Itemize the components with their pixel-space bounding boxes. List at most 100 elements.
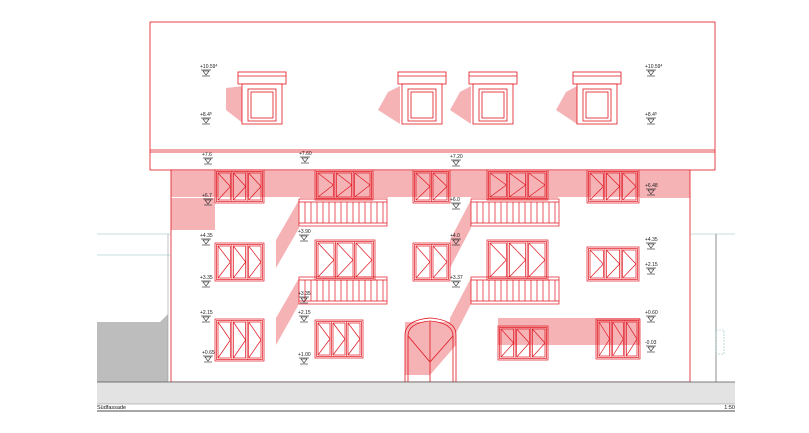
level-label: +2.15 [645, 262, 658, 268]
balcony-3 [298, 276, 388, 305]
level-triangle-icon [202, 281, 210, 287]
level-label: +7.60 [299, 151, 312, 157]
window-2 [314, 169, 374, 201]
window-6 [214, 242, 265, 282]
level-marker: +7.6 [202, 152, 213, 165]
dormer-1 [237, 71, 287, 125]
level-marker: +8.46 [645, 112, 657, 125]
entrance-door [404, 317, 457, 382]
level-triangle-icon [202, 239, 210, 245]
window-3 [412, 169, 451, 204]
level-marker: +0.60 [645, 310, 658, 323]
level-label: -0.03 [645, 340, 657, 346]
ground-hatch [97, 382, 735, 404]
window-11 [214, 318, 265, 362]
balcony-shadow-2 [450, 200, 471, 268]
window-7 [314, 239, 376, 281]
level-label: +8.46 [645, 112, 657, 119]
level-label: +8.46 [200, 112, 212, 119]
level-label: +0.65 [202, 350, 215, 356]
window-1 [214, 169, 265, 204]
dormers [237, 71, 622, 125]
level-triangle-icon [647, 70, 655, 76]
shadow-layer [171, 86, 690, 375]
level-label: +3.37 [450, 275, 463, 281]
level-triangle-icon [452, 239, 460, 245]
level-triangle-icon [204, 158, 212, 164]
level-triangle-icon [647, 346, 655, 352]
level-marker: +7.20 [450, 154, 463, 167]
level-label: +6.7 [202, 193, 212, 199]
level-marker: +10.594 [645, 64, 662, 77]
level-label: +2.15 [200, 310, 213, 316]
level-label: +10.594 [645, 64, 662, 71]
level-label: +7.6 [202, 152, 212, 158]
dormer-shadow-3 [450, 86, 471, 124]
level-label: +6.48 [645, 183, 658, 189]
window-12 [314, 319, 364, 359]
level-marker: +3.37 [450, 275, 463, 288]
window-13 [497, 325, 549, 361]
balconies [298, 198, 560, 305]
wall-shadow-left [171, 198, 215, 230]
dormer-shadow-2 [378, 86, 400, 124]
balcony-1 [298, 198, 388, 227]
level-triangle-icon [204, 356, 212, 362]
level-label: +3.35 [298, 291, 311, 297]
level-marker: +0.65 [202, 350, 215, 363]
dormer-shadow-4 [556, 86, 577, 124]
level-triangle-icon [647, 189, 655, 195]
dormer-2 [397, 71, 447, 125]
level-triangle-icon [301, 157, 309, 163]
level-marker: +6.0 [450, 197, 461, 210]
level-triangle-icon [300, 235, 308, 241]
level-triangle-icon [452, 281, 460, 287]
window-8 [412, 242, 451, 282]
level-marker: +3.35 [298, 291, 311, 304]
dormer-shadow-1 [226, 86, 244, 124]
level-marker: +7.60 [299, 151, 312, 164]
surroundings [97, 233, 735, 382]
level-triangle-icon [647, 316, 655, 322]
dormer-3 [468, 71, 518, 125]
level-triangle-icon [204, 199, 212, 205]
level-triangle-icon [452, 160, 460, 166]
level-label: +6.0 [450, 197, 460, 203]
level-label: +7.20 [450, 154, 463, 160]
level-label: +3.90 [298, 229, 311, 235]
balcony-2 [470, 198, 560, 227]
ground [97, 381, 735, 412]
level-marker: +3.35 [200, 275, 213, 288]
level-marker: +3.90 [298, 229, 311, 242]
scale-label: 1:50 [724, 405, 735, 411]
level-marker: +8.46 [200, 112, 212, 125]
level-label: +4.0 [450, 233, 460, 239]
level-label: +4.35 [200, 233, 213, 239]
level-triangle-icon [300, 297, 308, 303]
level-marker: -0.03 [645, 340, 657, 353]
dormer-4 [572, 71, 622, 125]
balcony-shadow-3 [276, 278, 299, 345]
door-shadow [405, 322, 456, 375]
neighbour-left [97, 314, 168, 382]
level-label: +1.00 [298, 352, 311, 358]
level-label: +4.35 [645, 237, 658, 243]
level-markers: +10.594 +10.594 +8.46 +8.46 +7.6 +7.60 +7.20 +6… [200, 64, 662, 365]
window-14 [595, 318, 641, 360]
level-triangle-icon [647, 268, 655, 274]
level-label: +10.594 [200, 64, 217, 71]
window-9 [486, 239, 549, 281]
level-label: +0.60 [645, 310, 658, 316]
view-title: Südfassade [97, 405, 126, 411]
level-marker: +4.35 [200, 233, 213, 246]
level-marker: +4.35 [645, 237, 658, 250]
level-label: +2.15 [298, 310, 311, 316]
level-triangle-icon [300, 358, 308, 364]
level-marker: +2.15 [298, 310, 311, 323]
level-marker: +6.48 [645, 183, 658, 196]
balcony-4 [470, 276, 560, 305]
level-marker: +2.15 [645, 262, 658, 275]
window-10 [586, 246, 640, 282]
level-triangle-icon [647, 118, 655, 124]
